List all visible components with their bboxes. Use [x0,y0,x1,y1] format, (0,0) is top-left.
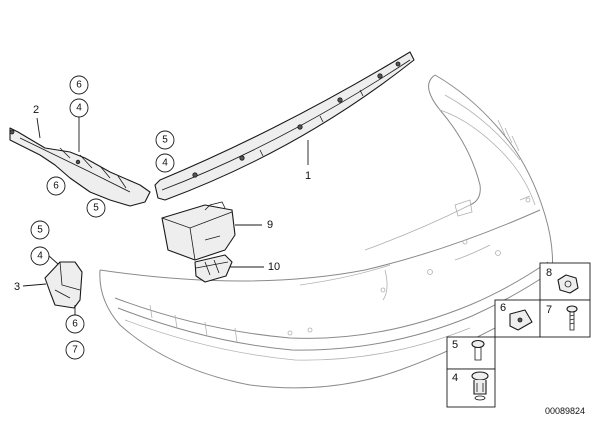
bracket-part-2 [9,127,151,207]
key-label-7: 7 [546,304,552,316]
leader-c4c [48,255,59,265]
label-part-9: 9 [267,219,273,231]
expanding-nut-icon [471,371,489,401]
svg-text:4: 4 [76,103,82,114]
screw-icon [566,305,578,331]
key-label-4: 4 [452,372,458,384]
svg-text:5: 5 [162,135,168,146]
callout-c6c: 6 [65,314,85,334]
svg-text:7: 7 [72,345,78,356]
clip-part-10 [194,254,233,283]
key-cell-7 [539,299,591,338]
svg-text:5: 5 [93,203,99,214]
callout-c4b: 4 [155,153,175,173]
callout-c6a: 6 [69,75,89,95]
callout-c7c: 7 [65,340,85,360]
callout-c4c: 4 [30,246,50,266]
callout-c5b: 5 [155,130,175,150]
label-part-10: 10 [268,261,280,273]
svg-text:4: 4 [37,251,43,262]
svg-text:6: 6 [53,181,59,192]
carrier-part-1 [154,51,415,201]
nut-icon [557,274,579,294]
leader-2 [36,117,41,139]
callout-c4a: 4 [69,98,89,118]
bracket-part-3 [44,261,83,309]
callout-c5c: 5 [30,220,50,240]
svg-text:6: 6 [76,80,82,91]
key-label-6: 6 [500,302,506,314]
rivet-icon [471,339,485,361]
hardware-key-panel: 8 6 7 5 4 [446,262,591,408]
bracket-part-9 [161,201,236,261]
label-part-1: 1 [305,170,311,182]
svg-text:4: 4 [162,158,168,169]
figure-id: 00089824 [545,406,585,416]
svg-text:6: 6 [72,319,78,330]
key-label-5: 5 [452,339,458,351]
svg-text:5: 5 [37,225,43,236]
callout-c5a: 5 [86,198,106,218]
key-label-8: 8 [546,267,552,279]
callout-c6b: 6 [46,176,66,196]
label-part-2: 2 [33,104,39,116]
leader-3 [22,283,47,287]
clip-nut-icon [509,309,533,331]
label-part-3: 3 [14,281,20,293]
